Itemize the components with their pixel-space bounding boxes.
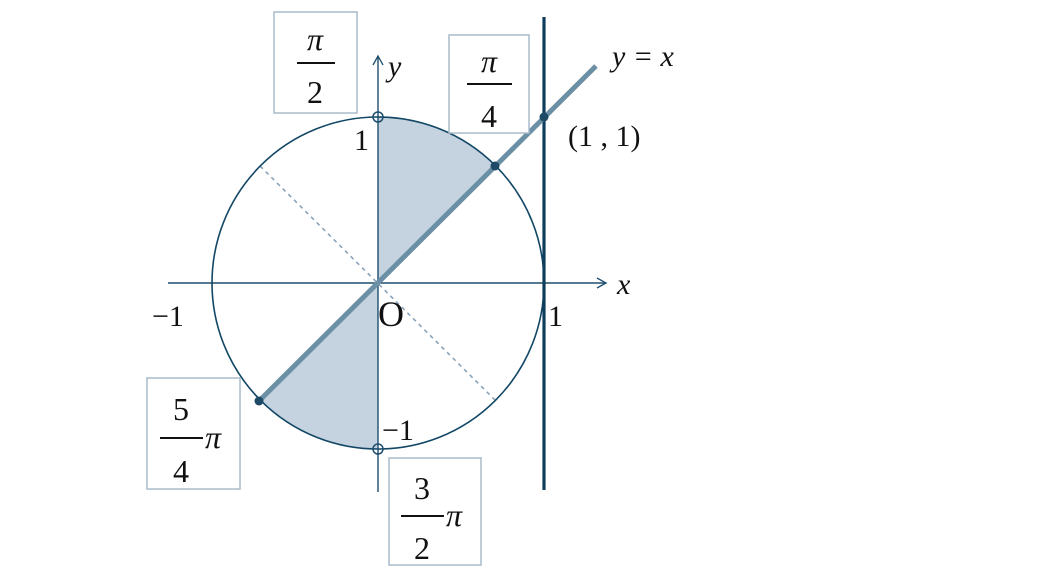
tick-y-neg-1: −1 (382, 414, 414, 447)
line-y-equals-x (257, 64, 598, 403)
line-label-y-equals-x: y = x (609, 40, 675, 73)
point-1-1 (539, 112, 549, 122)
open-point-top (372, 111, 384, 123)
shaded-sector-lower (260, 283, 378, 449)
shaded-sector-upper (378, 116, 496, 283)
angle-label-3pi-over-2: 3 2 π (388, 457, 482, 566)
numerator: 5 (173, 391, 189, 427)
angle-label-pi-over-2: π 2 (273, 11, 358, 114)
tick-y-1: 1 (354, 124, 369, 157)
denominator: 4 (481, 98, 497, 134)
x-axis-label: x (616, 268, 631, 301)
numerator: π (481, 43, 498, 79)
pi-suffix: π (205, 419, 222, 455)
denominator: 4 (173, 453, 189, 489)
origin-label: O (378, 294, 404, 334)
numerator: 3 (414, 470, 430, 506)
point-label-1-1: (1 , 1) (568, 120, 640, 153)
denominator: 2 (307, 74, 323, 110)
pi-suffix: π (446, 497, 463, 533)
point-5pi-over-4 (254, 396, 264, 406)
angle-label-pi-over-4: π 4 (448, 34, 530, 134)
tick-x-1: 1 (548, 300, 563, 333)
tick-x-neg-1: −1 (152, 300, 184, 333)
denominator: 2 (414, 530, 430, 566)
open-point-bottom (372, 443, 384, 455)
angle-label-5pi-over-4: 5 4 π (146, 377, 241, 490)
numerator: π (307, 21, 324, 57)
point-pi-over-4 (490, 161, 500, 171)
y-axis-label: y (385, 50, 402, 83)
